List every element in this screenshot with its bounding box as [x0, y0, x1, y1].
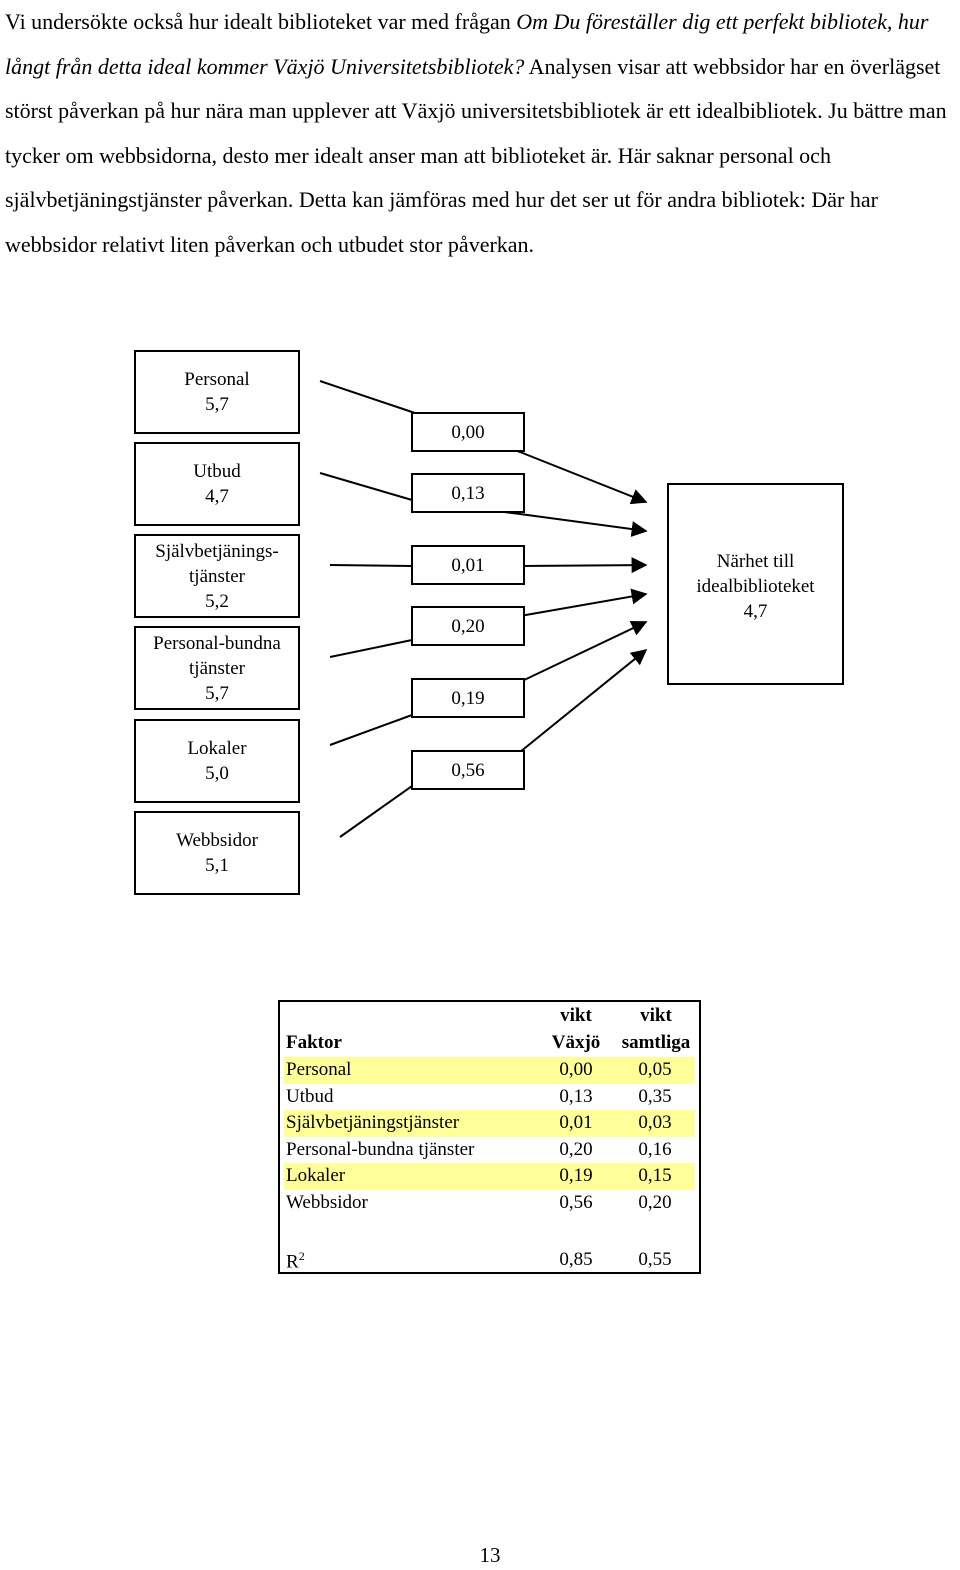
- cell-samtliga: 0,16: [638, 1138, 672, 1160]
- cell-vaxjo: 0,56: [559, 1191, 593, 1213]
- header-faktor: Faktor: [286, 1032, 342, 1053]
- header-vikt-vaxjo-line1: vikt: [560, 1005, 592, 1026]
- weight-value: 0,01: [451, 554, 485, 576]
- target-box: Närhet till idealbiblioteket 4,7: [667, 483, 844, 685]
- table-row: Självbetjäningstjänster 0,01 0,03: [284, 1110, 695, 1137]
- page-number: 13: [479, 1543, 501, 1567]
- table-row: Utbud 0,13 0,35: [284, 1084, 695, 1111]
- factor-score: 5,0: [205, 763, 229, 784]
- table-row: Personal 0,00 0,05: [284, 1057, 695, 1084]
- header-vikt-samtliga-line2: samtliga: [621, 1032, 691, 1053]
- cell-factor: Personal-bundna tjänster: [286, 1138, 475, 1160]
- factor-score: 5,2: [205, 590, 229, 612]
- weight-box-webbsidor: 0,56: [411, 750, 525, 790]
- factor-box-personal: Personal 5,7: [134, 350, 300, 434]
- body-paragraph: Vi undersökte också hur idealt bibliotek…: [5, 0, 960, 267]
- factor-box-lokaler: Lokaler 5,0: [134, 719, 300, 803]
- table-row: Webbsidor 0,56 0,20: [284, 1190, 695, 1217]
- cell-vaxjo: 0,01: [559, 1112, 593, 1133]
- cell-factor: Utbud: [286, 1085, 334, 1107]
- table-row: Personal-bundna tjänster 0,20 0,16: [284, 1137, 695, 1164]
- factor-score: 5,1: [205, 855, 229, 876]
- cell-samtliga: 0,03: [638, 1112, 672, 1133]
- weight-box-utbud: 0,13: [411, 473, 525, 513]
- target-line2: idealbiblioteket: [696, 576, 815, 597]
- factor-score: 4,7: [205, 486, 229, 507]
- factor-name: Lokaler: [187, 738, 247, 759]
- cell-samtliga: 0,20: [638, 1191, 672, 1213]
- cell-vaxjo: 0,13: [559, 1085, 593, 1107]
- r2-exponent: 2: [298, 1249, 305, 1263]
- cell-vaxjo: 0,00: [559, 1059, 593, 1080]
- header-vikt-samtliga-line1: vikt: [640, 1005, 672, 1026]
- factor-name-line2: tjänster: [189, 657, 245, 679]
- weights-table: Faktor vikt Växjö vikt samtliga Personal…: [278, 1000, 701, 1274]
- paragraph-intro: Vi undersökte också hur idealt bibliotek…: [5, 9, 517, 34]
- cell-samtliga: 0,55: [638, 1249, 672, 1270]
- factor-name: Webbsidor: [176, 830, 258, 851]
- cell-samtliga: 0,15: [638, 1165, 672, 1186]
- factor-box-sjalvbetjaning: Självbetjänings- tjänster 5,2: [134, 534, 300, 618]
- weight-value: 0,19: [451, 687, 485, 709]
- factor-score: 5,7: [205, 682, 229, 704]
- survey-question: Om Du föreställer dig ett perfekt biblio…: [5, 9, 929, 79]
- factor-name-line1: Personal-bundna: [153, 632, 281, 654]
- factor-box-personalbundna: Personal-bundna tjänster 5,7: [134, 626, 300, 710]
- weight-value: 0,13: [451, 482, 485, 504]
- cell-samtliga: 0,05: [638, 1059, 672, 1080]
- weight-box-personal: 0,00: [411, 412, 525, 452]
- table-row: Lokaler 0,19 0,15: [284, 1163, 695, 1190]
- factor-box-webbsidor: Webbsidor 5,1: [134, 811, 300, 895]
- factor-box-utbud: Utbud 4,7: [134, 442, 300, 526]
- weight-value: 0,00: [451, 421, 485, 443]
- header-vikt-vaxjo-line2: Växjö: [551, 1032, 601, 1053]
- cell-factor: Webbsidor: [286, 1191, 368, 1213]
- cell-factor: Personal: [286, 1059, 352, 1080]
- cell-vaxjo: 0,19: [559, 1165, 593, 1186]
- weight-box-personalbundna: 0,20: [411, 606, 525, 646]
- cell-samtliga: 0,35: [638, 1085, 672, 1107]
- factor-score: 5,7: [205, 394, 229, 415]
- factor-name: Utbud: [193, 461, 241, 482]
- weight-box-sjalvbetjaning: 0,01: [411, 545, 525, 585]
- weight-value: 0,20: [451, 615, 485, 637]
- cell-vaxjo: 0,20: [559, 1138, 593, 1160]
- cell-factor: Lokaler: [286, 1165, 346, 1186]
- cell-vaxjo: 0,85: [559, 1249, 593, 1270]
- table-row-r2: R2 0,85 0,55: [284, 1247, 695, 1274]
- factor-name-line1: Självbetjänings-: [155, 540, 279, 562]
- r2-letter: R: [286, 1251, 299, 1273]
- factor-name-line2: tjänster: [189, 565, 245, 587]
- factor-name: Personal: [184, 369, 250, 390]
- weight-box-lokaler: 0,19: [411, 678, 525, 718]
- target-line1: Närhet till: [716, 551, 795, 572]
- cell-r2-label: R2: [286, 1249, 305, 1273]
- paragraph-analysis: Analysen visar att webbsidor har en över…: [5, 53, 947, 257]
- target-score: 4,7: [743, 601, 768, 622]
- cell-factor: Självbetjäningstjänster: [286, 1112, 460, 1133]
- weight-value: 0,56: [451, 759, 485, 781]
